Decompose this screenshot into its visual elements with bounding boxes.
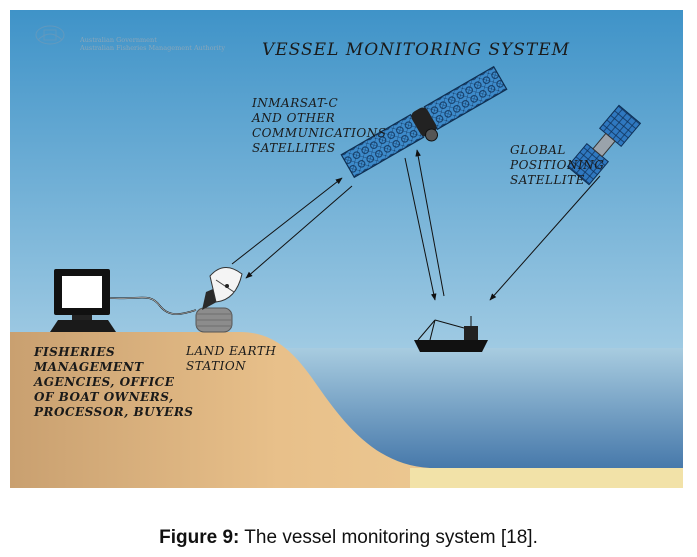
agency-logo-text: Australian Government Australian Fisheri… (80, 36, 225, 52)
signal-arrows (231, 149, 601, 301)
caption-prefix: Figure 9: (159, 527, 240, 548)
land-earth-station (195, 267, 243, 333)
vms-figure: Australian Government Australian Fisheri… (10, 10, 683, 488)
land-coast (10, 332, 683, 488)
land-station-label: LAND EARTH STATION (186, 344, 277, 373)
figure-caption: Figure 9: The vessel monitoring system [… (0, 527, 697, 549)
caption-text: The vessel monitoring system [18]. (239, 527, 538, 548)
agencies-label: FISHERIES MANAGEMENT AGENCIES, OFFICE OF… (34, 345, 194, 419)
inmarsat-satellite (340, 65, 508, 179)
logo-line-1: Australian Government (80, 36, 157, 44)
computer-terminal (50, 269, 116, 332)
gps-label: GLOBAL POSITIONING SATELLITE (510, 143, 605, 187)
comm-satellites-label: INMARSAT-C AND OTHER COMMUNICATIONS SATE… (252, 96, 387, 155)
gps-satellite (566, 104, 642, 186)
fishing-vessel (414, 316, 488, 352)
vms-diagram (10, 10, 683, 488)
beach (410, 468, 683, 488)
logo-line-2: Australian Fisheries Management Authorit… (80, 44, 226, 52)
diagram-title: VESSEL MONITORING SYSTEM (262, 40, 571, 60)
crest-logo (35, 25, 65, 45)
